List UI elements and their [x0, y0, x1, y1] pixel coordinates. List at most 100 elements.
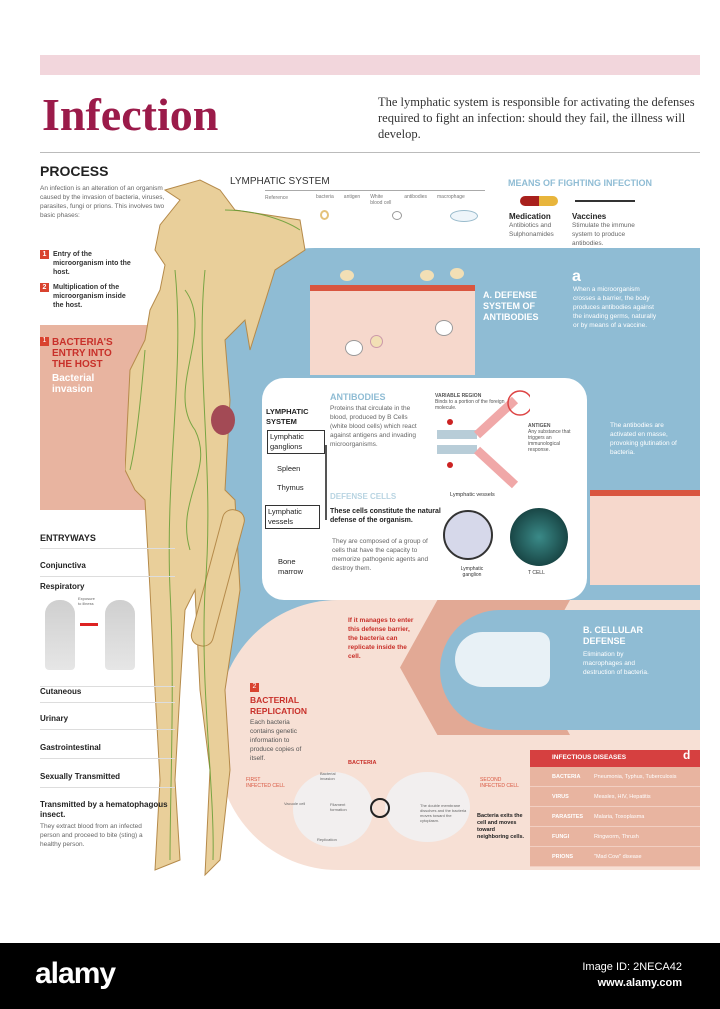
person-illustration [105, 600, 135, 670]
disease-type: PARASITES [552, 813, 584, 820]
vaccines-text: Stimulate the immune system to produce a… [572, 222, 635, 247]
antigen-title: ANTIGEN [528, 423, 551, 429]
diseases-letter: d [683, 748, 691, 762]
entry-conjunctiva: Conjunctiva [40, 561, 175, 577]
disease-type: BACTERIA [552, 773, 581, 780]
entry-gastrointestinal: Gastrointestinal [40, 743, 175, 759]
defense-a-title: A. DEFENSE SYSTEM OF ANTIBODIES [483, 290, 539, 322]
disease-row: VIRUS Measles, HIV, Hepatitis [530, 787, 700, 807]
label-membrane: The double membrane dissolves and the ba… [420, 803, 467, 823]
defense-b-text: Elimination by macrophages and destructi… [583, 651, 649, 676]
entry-subtitle: Bacterial invasion [52, 373, 95, 395]
label-t-cell: T CELL [528, 570, 545, 576]
first-cell [293, 772, 373, 847]
disease-row: BACTERIA Pneumonia, Typhus, Tuberculosis [530, 767, 700, 787]
label-second-cell: SECOND INFECTED CELL [480, 777, 519, 789]
antibodies-heading: ANTIBODIES [330, 392, 386, 402]
reference-heading: LYMPHATIC SYSTEM [230, 176, 330, 187]
macrophage-icon [450, 210, 478, 222]
entry-number: 1 [40, 337, 49, 346]
bacteria-icon [320, 210, 329, 220]
entry-title: BACTERIA'S ENTRY INTO THE HOST [52, 337, 113, 370]
image-id: Image ID: 2NECA42 [582, 961, 682, 973]
ref-white-cell: White blood cell [370, 194, 392, 206]
top-banner [40, 55, 700, 75]
replication-title: BACTERIAL REPLICATION [250, 695, 307, 716]
entryways-heading: ENTRYWAYS [40, 533, 175, 549]
disease-row: FUNGI Ringworm, Thrush [530, 827, 700, 847]
label-vacuole: Vacuole cell [284, 801, 306, 806]
phase-text: Multiplication of the microorganism insi… [53, 284, 126, 309]
label-bone-marrow: Bone marrow [278, 557, 304, 576]
defense-a-text: When a microorganism crosses a barrier, … [573, 286, 657, 329]
defense-b-title: B. CELLULAR DEFENSE [583, 625, 643, 646]
process-heading: PROCESS [40, 163, 109, 179]
reference-items: bacteria antigen White blood cell antibo… [316, 194, 465, 206]
bacteria [340, 270, 354, 281]
defense-a-letter: a [572, 268, 581, 285]
medication-block: Medication Antibiotics and Sulphonamides [509, 212, 569, 239]
label-lymphatic-ganglions: Lymphatic ganglions [267, 430, 325, 454]
white-cell [345, 340, 363, 356]
lymph-heading: LYMPHATIC SYSTEM [266, 407, 309, 426]
skin-illustration-b [590, 490, 700, 585]
defense-cells-text: They are composed of a group of cells th… [332, 538, 429, 572]
entry-urinary: Urinary [40, 714, 175, 730]
replication-number: 2 [250, 683, 259, 692]
vaccines-block: Vaccines Stimulate the immune system to … [572, 212, 642, 248]
label-filament: Filament formation [330, 802, 347, 812]
label-spleen: Spleen [277, 464, 301, 473]
insect-title: Transmitted by a hematophagous insect. [40, 800, 168, 819]
connector-line [325, 445, 327, 520]
bacteria [370, 335, 383, 348]
white-cell-icon [392, 211, 402, 220]
process-intro: An infection is an alteration of an orga… [40, 185, 165, 219]
variable-region-text: Binds to a portion of the foreign molecu… [435, 399, 505, 411]
defense-cells-lead: These cells constitute the natural defen… [330, 508, 441, 524]
vaccines-title: Vaccines [572, 212, 607, 221]
barrier-text: If it manages to enter this defense barr… [348, 617, 414, 660]
page-subtitle: The lymphatic system is responsible for … [378, 95, 695, 141]
disease-examples: Measles, HIV, Hepatitis [594, 793, 651, 800]
phase-number: 1 [40, 250, 49, 259]
label-first-cell: FIRST INFECTED CELL [246, 777, 285, 789]
entry-sexually-transmitted: Sexually Transmitted [40, 772, 175, 788]
disease-examples: "Mad Cow" disease [594, 853, 642, 860]
antigen-text: Any substance that triggers an immunolog… [528, 429, 571, 453]
label-bacteria: BACTERIA [348, 760, 377, 766]
disease-examples: Ringworm, Thrush [594, 833, 639, 840]
ref-antigen: antigen [343, 194, 361, 200]
exit-highlight [370, 798, 390, 818]
ref-macrophage: macrophage [437, 194, 465, 200]
defense-cells-heading: DEFENSE CELLS [330, 492, 397, 501]
exposure-arrow [80, 623, 98, 626]
footer-url[interactable]: www.alamy.com [597, 977, 682, 989]
variable-region-title: VARIABLE REGION [435, 393, 482, 399]
phase-1: 1 Entry of the microorganism into the hos… [40, 250, 135, 277]
phase-text: Entry of the microorganism into the host… [53, 251, 131, 276]
alamy-logo: alamy [35, 957, 116, 990]
ref-bacteria: bacteria [316, 194, 334, 200]
label-replication: Replication [317, 837, 337, 842]
t-cell-illustration [510, 508, 568, 566]
disease-type: FUNGI [552, 833, 570, 840]
antibodies-text: Proteins that circulate in the blood, pr… [330, 405, 417, 448]
bacteria [420, 270, 434, 281]
insect-text: They extract blood from an infected pers… [40, 823, 143, 848]
label-thymus: Thymus [277, 483, 304, 492]
medication-text: Antibiotics and Sulphonamides [509, 222, 554, 238]
respiratory-caption: Exposure to illness [78, 596, 95, 606]
medication-title: Medication [509, 212, 551, 221]
phase-list: 1 Entry of the microorganism into the hos… [40, 250, 135, 310]
footer-bar: alamy Image ID: 2NECA42 www.alamy.com [0, 943, 720, 1009]
disease-examples: Pneumonia, Typhus, Tuberculosis [594, 773, 677, 780]
label-lymphatic-vessels: Lymphatic vessels [265, 505, 320, 529]
disease-type: VIRUS [552, 793, 569, 800]
person-illustration [45, 600, 75, 670]
label-exits: Bacteria exits the cell and moves toward… [477, 813, 525, 840]
means-heading: MEANS OF FIGHTING INFECTION [508, 178, 652, 188]
lymphatic-body-figure [125, 179, 306, 877]
